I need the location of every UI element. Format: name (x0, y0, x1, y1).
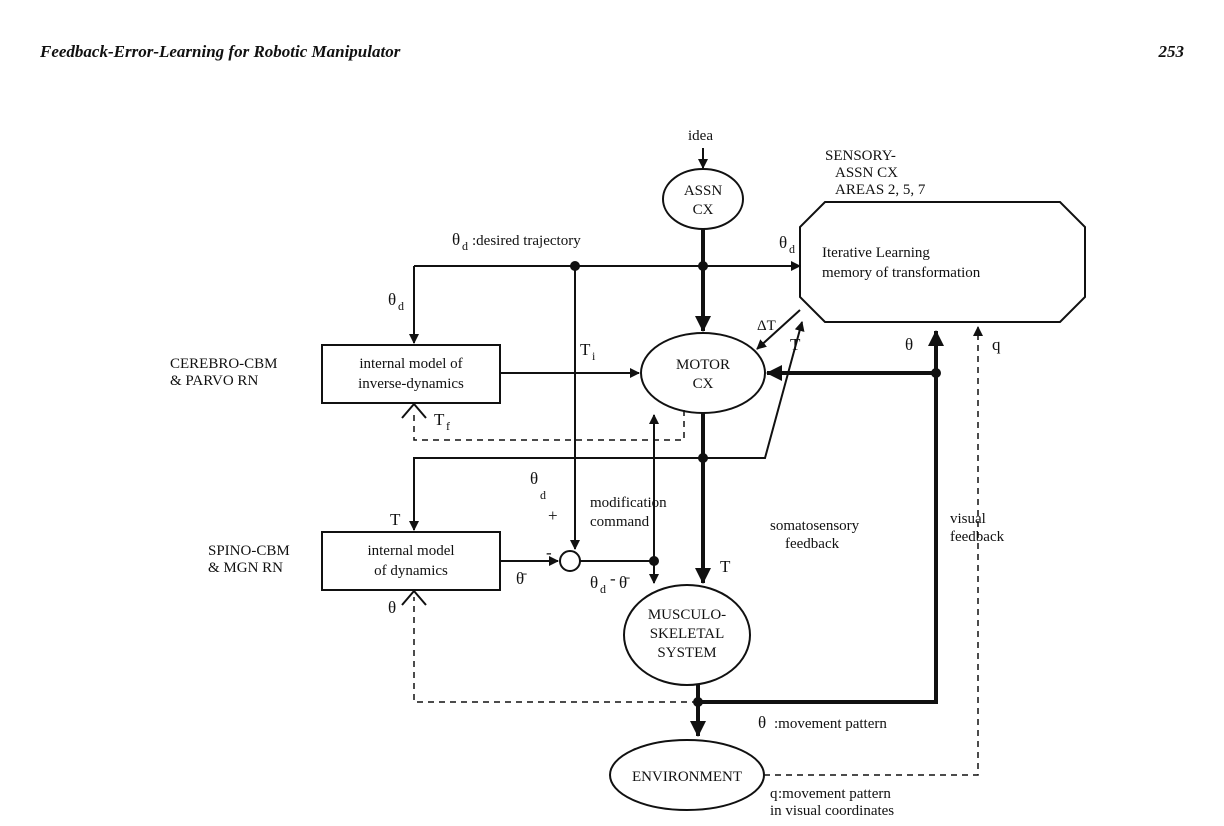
t-i-symbol: T (580, 340, 591, 359)
cerebro-line2: & PARVO RN (170, 373, 258, 389)
inverse-box-line2: inverse-dynamics (358, 376, 464, 392)
tf-open-arrowhead (401, 402, 427, 419)
theta-d-to-inverse-sub: d (398, 299, 404, 313)
t-f-subscript: f (446, 419, 450, 433)
musculo-line2: SKELETAL (650, 626, 725, 642)
idea-label: idea (688, 128, 713, 144)
musculo-skeletal-node (623, 584, 751, 686)
q-label: q (992, 335, 1001, 354)
junction-dot (570, 261, 580, 271)
t-i-subscript: i (592, 349, 596, 363)
junction-dot (698, 261, 708, 271)
junction-dot (698, 453, 708, 463)
theta-somatosensory-label: θ (905, 335, 913, 354)
musculo-line1: MUSCULO- (648, 607, 726, 623)
sensory-area-line3: AREAS 2, 5, 7 (835, 182, 926, 198)
q-movement-line2: in visual coordinates (770, 803, 894, 819)
theta-d-minus-sub: d (600, 582, 606, 596)
musculo-line3: SYSTEM (657, 645, 716, 661)
iterative-line2: memory of transformation (822, 265, 981, 281)
theta-d-symbol: θ (452, 230, 460, 249)
theta-d-summing: θ (530, 469, 538, 488)
assn-cx-line2: CX (693, 202, 714, 218)
theta-d-to-iterative: θ (779, 233, 787, 252)
t-to-dynamics: T (390, 510, 401, 529)
cerebro-line1: CEREBRO-CBM (170, 356, 278, 372)
theta-d-to-inverse: θ (388, 290, 396, 309)
desired-trajectory-label: :desired trajectory (472, 233, 581, 249)
motor-cx-line1: MOTOR (676, 357, 730, 373)
theta-d-subscript: d (462, 239, 468, 253)
theta-d-minus-theta-bar: θ (590, 573, 598, 592)
modification-line2: command (590, 514, 650, 530)
delta-t-label: ΔT (757, 318, 776, 334)
junction-dot (693, 697, 703, 707)
visual-line2: feedback (950, 529, 1005, 545)
junction-dot (931, 368, 941, 378)
dashed-teaching-lines (413, 326, 983, 776)
spino-line1: SPINO-CBM (208, 543, 290, 559)
running-header-title: Feedback-Error-Learning for Robotic Mani… (40, 42, 401, 61)
theta-to-dynamics: θ (388, 598, 396, 617)
dynamics-box-line1: internal model (367, 543, 454, 559)
assn-cx-line1: ASSN (684, 183, 723, 199)
sensory-area-line2: ASSN CX (835, 165, 898, 181)
dynamics-box-line2: of dynamics (374, 563, 448, 579)
theta-movement-symbol: θ (758, 713, 766, 732)
iterative-line1: Iterative Learning (822, 245, 930, 261)
t-f-symbol: T (434, 410, 445, 429)
visual-line1: visual (950, 511, 986, 527)
sensory-area-line1: SENSORY- (825, 148, 896, 164)
difference-theta-bar: θ̄ (619, 573, 630, 592)
spino-line2: & MGN RN (208, 560, 283, 576)
summing-junction (559, 550, 581, 572)
theta-d-to-iterative-sub: d (789, 242, 795, 256)
assn-cx-node (662, 168, 744, 230)
page-number: 253 (1158, 42, 1185, 61)
somatosensory-line1: somatosensory (770, 518, 860, 534)
modification-line1: modification (590, 495, 667, 511)
difference-minus: - (610, 569, 616, 588)
junction-dot (649, 556, 659, 566)
theta-d-summing-sub: d (540, 488, 546, 502)
movement-pattern-label: :movement pattern (774, 716, 887, 732)
somatosensory-line2: feedback (785, 536, 840, 552)
theta-open-arrowhead (401, 589, 427, 606)
inverse-dynamics-box (321, 344, 501, 404)
theta-bar-label: θ̄ (516, 569, 527, 588)
plus-sign: + (548, 506, 558, 525)
motor-cx-node (640, 332, 766, 414)
motor-cx-line2: CX (693, 376, 714, 392)
q-movement-symbol: q (770, 786, 778, 802)
environment-label: ENVIRONMENT (632, 769, 742, 785)
t-feedback-label: T (790, 335, 801, 354)
iterative-learning-box (799, 201, 1086, 323)
dynamics-box (321, 531, 501, 591)
q-movement-line1: :movement pattern (778, 786, 891, 802)
inverse-box-line1: internal model of (359, 356, 462, 372)
minus-sign: - (546, 543, 552, 562)
t-to-musculo: T (720, 557, 731, 576)
